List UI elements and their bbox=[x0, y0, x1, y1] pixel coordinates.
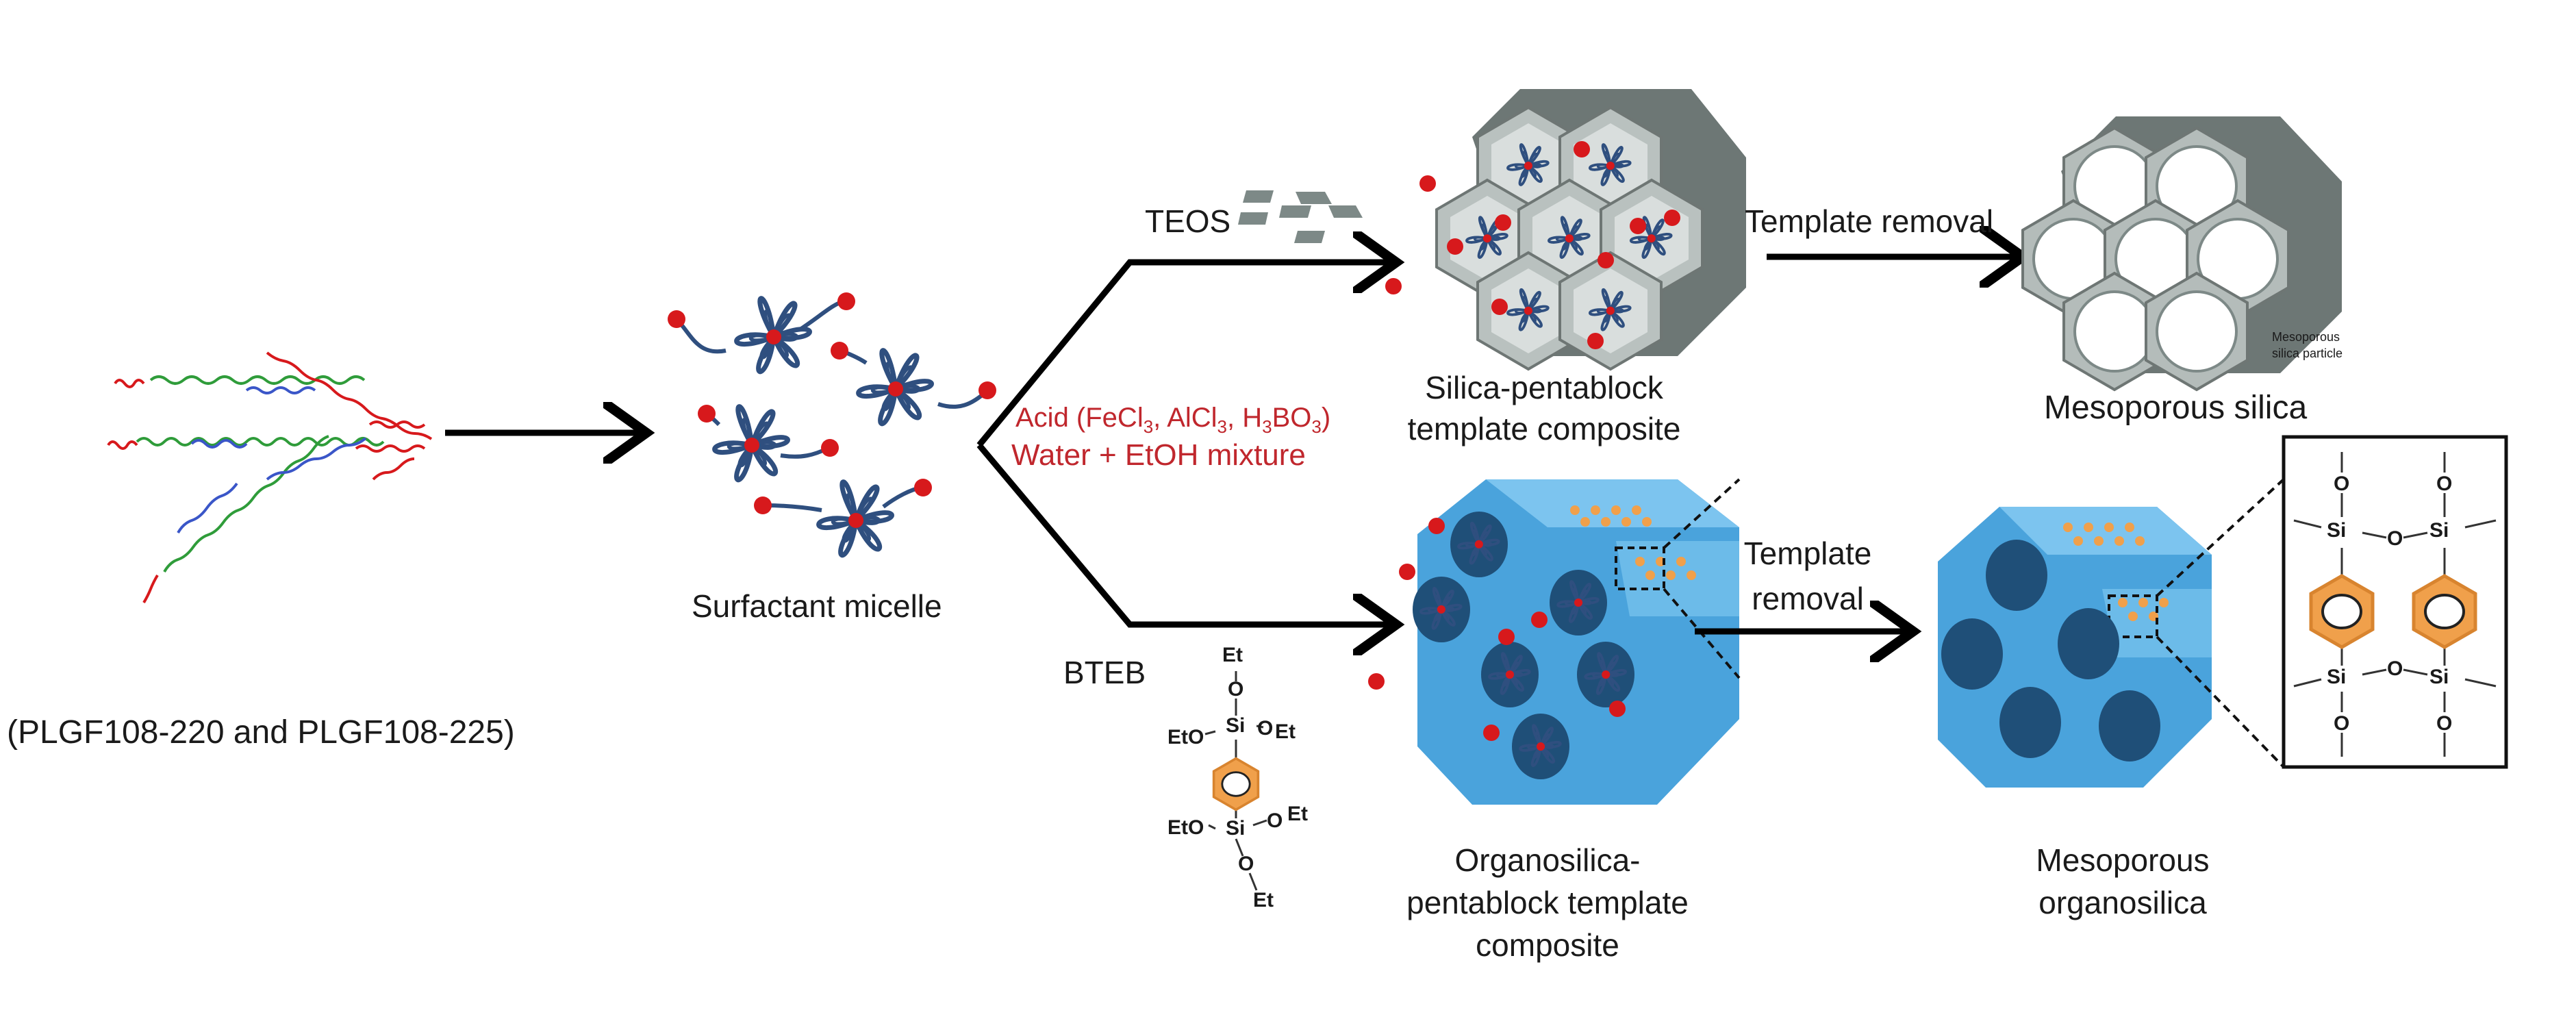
bteb-et-bottom: Et bbox=[1253, 889, 1274, 911]
mesoporous-organosilica-label: Mesoporous organosilica bbox=[2036, 842, 2210, 920]
leader-line bbox=[2156, 636, 2285, 768]
teos-icon bbox=[1238, 190, 1363, 243]
organosilica-inset bbox=[2282, 435, 2508, 769]
leader-line bbox=[1663, 478, 1741, 549]
inset-o-bottom-right: O bbox=[2436, 712, 2453, 735]
inset-si-bottom-right: Si bbox=[2429, 666, 2449, 688]
micelle-3 bbox=[715, 407, 788, 480]
bteb-structure bbox=[1204, 671, 1267, 891]
bteb-eto-left-top: EtO bbox=[1167, 726, 1204, 748]
bteb-si-bottom: Si bbox=[1226, 817, 1246, 840]
organosilica-composite-label: Organosilica- pentablock template compos… bbox=[1406, 842, 1689, 963]
inset-o-bottom-left: O bbox=[2334, 712, 2350, 735]
benzene-ring-left bbox=[2311, 576, 2373, 647]
bteb-o-right-top: O bbox=[1257, 717, 1274, 740]
arrow-to-bteb bbox=[976, 443, 1390, 625]
polymer-names-label: (PLGF108-220 and PLGF108-225) bbox=[7, 714, 515, 751]
mesoporous-silica-structure bbox=[2021, 116, 2342, 391]
mesoporous-particle-label: Mesoporous silica particle bbox=[2272, 330, 2343, 360]
bteb-et-right-top: Et bbox=[1275, 720, 1296, 743]
acid-conditions-label: Acid (FeCl3, AlCl3, H3BO3) bbox=[1015, 403, 1331, 437]
inset-si-top-right: Si bbox=[2429, 519, 2449, 542]
bteb-label: BTEB bbox=[1063, 655, 1146, 690]
organosilica-pentablock-composite bbox=[1368, 479, 1739, 805]
bteb-eto-left-bottom: EtO bbox=[1167, 816, 1204, 839]
inset-o-top-right: O bbox=[2436, 473, 2453, 495]
branch-arrows bbox=[976, 262, 1390, 625]
template-removal-bottom-label: Template removal bbox=[1743, 536, 1872, 616]
bteb-o-top: O bbox=[1228, 678, 1244, 701]
silica-composite-label: Silica-pentablock template composite bbox=[1407, 370, 1681, 446]
arrow-to-teos bbox=[976, 262, 1390, 447]
polymer-strands bbox=[107, 351, 433, 604]
mesoporous-silica-label: Mesoporous silica bbox=[2044, 390, 2308, 426]
micelle-4 bbox=[819, 482, 892, 555]
template-removal-top-label: Template removal bbox=[1745, 203, 1994, 239]
inset-si-top-left: Si bbox=[2327, 519, 2347, 542]
bteb-o-bottom: O bbox=[1238, 853, 1254, 875]
bteb-et-right-bottom: Et bbox=[1287, 803, 1308, 825]
micelle-2 bbox=[859, 351, 932, 424]
teos-label: TEOS bbox=[1145, 203, 1231, 239]
micelle-1 bbox=[737, 299, 810, 372]
mesoporous-organosilica-structure bbox=[1938, 507, 2212, 788]
inset-o-top-left: O bbox=[2334, 473, 2350, 495]
bteb-et-top: Et bbox=[1222, 644, 1243, 666]
inset-o-bridge-top: O bbox=[2387, 527, 2403, 550]
solvent-label: Water + EtOH mixture bbox=[1011, 438, 1306, 472]
surfactant-micelles bbox=[668, 292, 996, 555]
benzene-ring-right bbox=[2414, 576, 2475, 647]
silica-pentablock-composite bbox=[1385, 89, 1746, 370]
inset-si-bottom-left: Si bbox=[2327, 666, 2347, 688]
bteb-o-right-bottom: O bbox=[1267, 809, 1283, 832]
surfactant-micelle-label: Surfactant micelle bbox=[692, 588, 942, 624]
inset-o-bridge-bottom: O bbox=[2387, 657, 2403, 680]
bteb-si-top: Si bbox=[1226, 714, 1246, 737]
leader-line bbox=[2156, 478, 2285, 597]
